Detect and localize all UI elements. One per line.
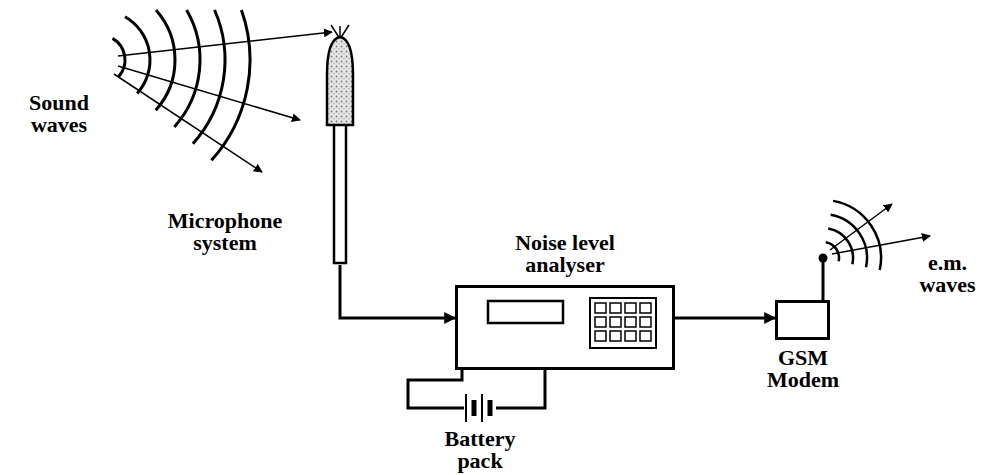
signal-arrow <box>675 317 775 320</box>
node-label: Noise level analyser <box>485 232 645 276</box>
wave-ray <box>118 66 300 120</box>
sound-rays <box>114 32 332 172</box>
battery-cell-plate <box>472 400 477 416</box>
em-rays <box>830 204 930 254</box>
battery-cell-plate <box>488 400 493 416</box>
battery-cell-plate <box>481 394 483 422</box>
wave-ray <box>118 32 332 56</box>
em-wave-arc <box>831 215 867 267</box>
wave-ray <box>832 236 930 254</box>
keypad-key <box>595 331 606 341</box>
antenna <box>819 254 828 301</box>
sound-wave-arc <box>113 38 126 76</box>
signal-arrow <box>340 265 455 318</box>
supply-wire <box>408 370 462 408</box>
em-wave-arc <box>828 228 853 264</box>
node-label: Microphone system <box>135 210 315 254</box>
sound-wave-arc <box>193 10 225 144</box>
battery-drawing <box>430 390 530 430</box>
mic-stem <box>334 123 346 263</box>
keypad-key <box>595 317 606 327</box>
antenna-mast <box>822 260 825 300</box>
sound-wave-arc <box>174 10 200 127</box>
battery-lead <box>496 407 530 410</box>
keypad-key <box>640 317 651 327</box>
keypad-key <box>625 317 636 327</box>
wave-label: e.m. waves <box>900 252 995 296</box>
keypad-key <box>610 317 621 327</box>
keypad-key <box>610 331 621 341</box>
sound-wave-arc <box>211 10 250 160</box>
mic-box: Microphone system <box>320 25 360 265</box>
keypad-key <box>640 331 651 341</box>
microphone-drawing <box>320 25 360 265</box>
wave-ray <box>830 204 892 250</box>
em-waves <box>826 201 881 270</box>
keypad-key <box>625 331 636 341</box>
em-wave-arc <box>833 201 881 270</box>
battery-box: Battery pack <box>430 390 530 472</box>
analyser-drawing <box>458 288 678 373</box>
keypad-key <box>595 303 606 313</box>
display-window <box>488 301 563 323</box>
mic-head <box>327 37 353 125</box>
keypad <box>590 298 656 348</box>
battery-lead <box>430 407 464 410</box>
modem-drawing <box>778 303 833 343</box>
keypad-key <box>640 303 651 313</box>
wave-ray <box>114 74 262 172</box>
keypad-key <box>610 303 621 313</box>
analyser-box: Noise level analyser <box>455 285 675 370</box>
sound-wave-arc <box>156 10 175 110</box>
keypad-key <box>625 303 636 313</box>
antenna-tip <box>819 254 828 263</box>
node-label: Battery pack <box>430 428 530 472</box>
supply-wire <box>530 370 545 408</box>
modem-box: GSM Modem <box>775 300 830 340</box>
node-label: GSM Modem <box>758 347 848 391</box>
wave-label: Sound waves <box>4 92 114 136</box>
battery-cell-plate <box>465 394 467 422</box>
